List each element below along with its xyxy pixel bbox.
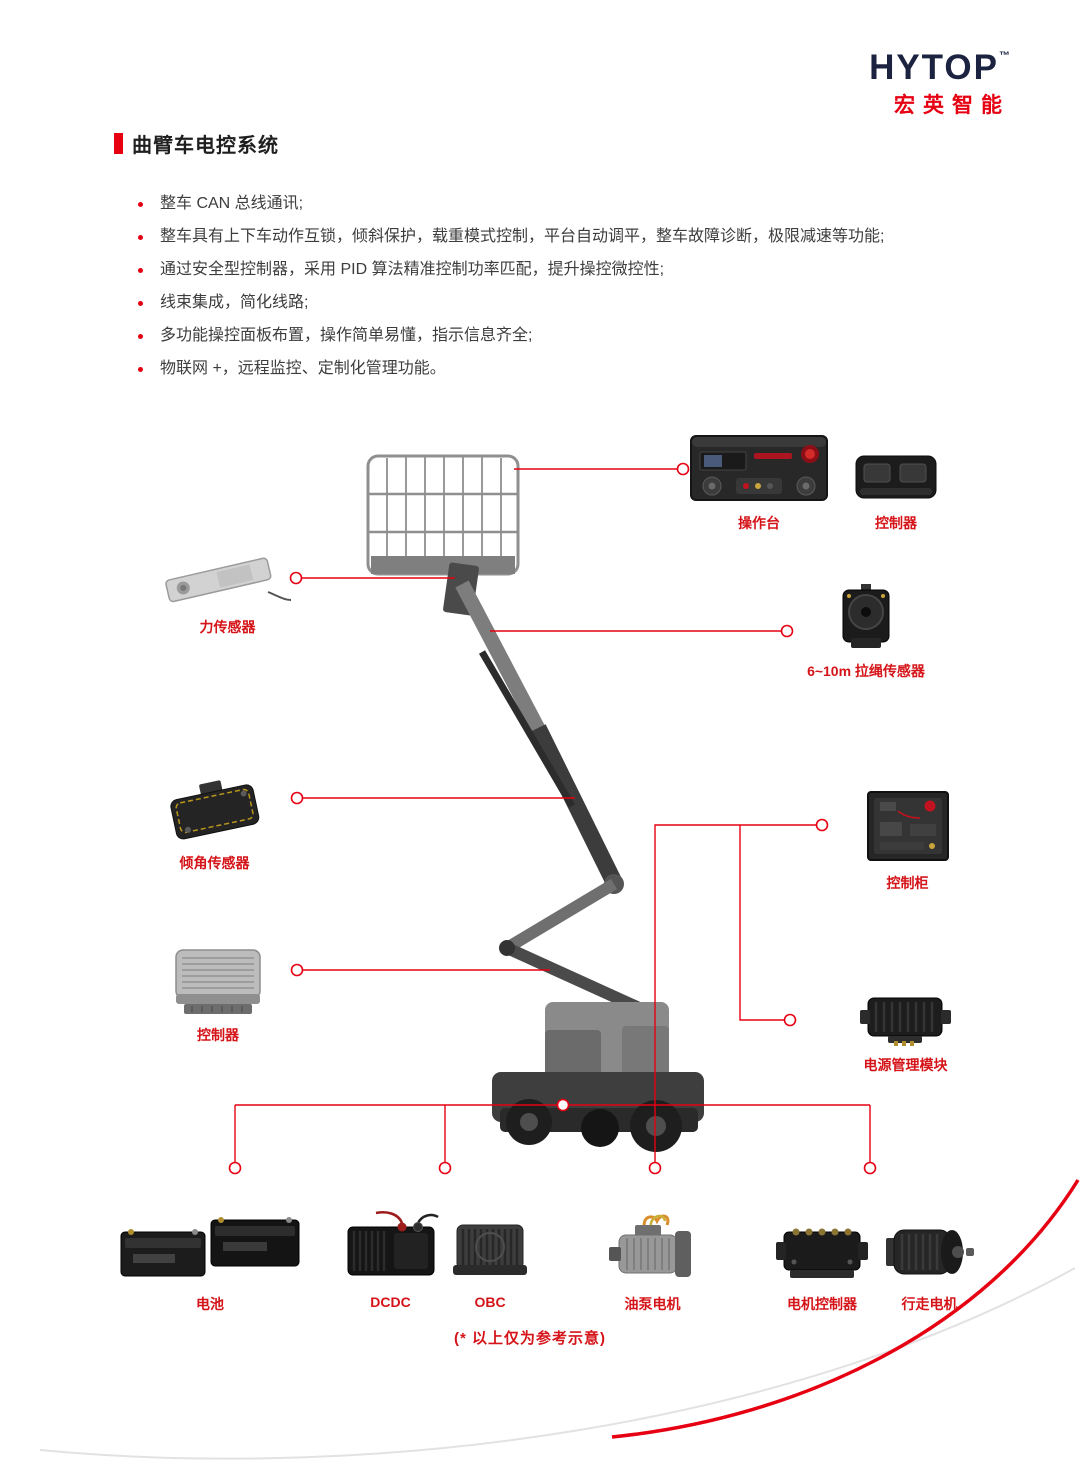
battery-image — [120, 1217, 300, 1277]
reference-footnote: (* 以上仅为参考示意) — [454, 1330, 606, 1347]
component-label: 操作台 — [738, 515, 780, 531]
component-label: 控制柜 — [886, 875, 929, 891]
tilt-sensor-image — [170, 780, 260, 840]
list-item: 整车 CAN 总线通讯; — [138, 194, 1000, 214]
feature-text: 通过安全型控制器，采用 PID 算法精准控制功率匹配，提升操控微控性; — [160, 261, 665, 278]
ecu-controller-image — [175, 949, 261, 1014]
control-cabinet-image — [867, 791, 949, 861]
component-label: 6~10m 拉绳传感器 — [807, 663, 925, 679]
feature-text: 整车 CAN 总线通讯; — [160, 195, 304, 212]
obc-image — [453, 1224, 527, 1275]
pump-motor-image — [609, 1214, 691, 1277]
console-image — [690, 435, 828, 501]
motor-controller-image — [776, 1228, 868, 1278]
section-title: 曲臂车电控系统 — [114, 129, 279, 158]
feature-text: 线束集成，简化线路; — [160, 294, 309, 311]
list-item: 整车具有上下车动作互锁，倾斜保护，载重模式控制，平台自动调平，整车故障诊断，极限… — [138, 227, 1000, 247]
bullet-icon — [138, 268, 143, 273]
list-item: 多功能操控面板布置，操作简单易懂，指示信息齐全; — [138, 326, 1000, 346]
component-obc: OBC — [445, 1205, 535, 1310]
component-label: 电池 — [196, 1296, 224, 1312]
force-sensor-image — [165, 557, 292, 603]
component-force-sensor: 力传感器 — [160, 538, 295, 637]
component-label: 控制器 — [875, 515, 917, 531]
brand-subtitle: 宏英智能 — [894, 94, 1010, 117]
component-battery: 电池 — [115, 1202, 305, 1314]
bullet-icon — [138, 235, 143, 240]
component-label: 油泵电机 — [624, 1296, 681, 1312]
component-power-module: 电源管理模块 — [858, 984, 953, 1075]
list-item: 通过安全型控制器，采用 PID 算法精准控制功率匹配，提升操控微控性; — [138, 260, 1000, 280]
component-dcdc: DCDC — [338, 1205, 443, 1310]
controller-image — [855, 455, 937, 499]
bullet-icon — [138, 202, 143, 207]
bullet-icon — [138, 367, 143, 372]
brand-logo: HYTOP™ 宏英智能 — [869, 50, 1010, 119]
power-module-image — [860, 997, 951, 1046]
travel-motor-image — [886, 1229, 974, 1275]
title-accent-bar — [114, 133, 123, 154]
boom-lift-illustration — [366, 454, 704, 1152]
component-label: DCDC — [370, 1294, 411, 1310]
list-item: 物联网 +，远程监控、定制化管理功能。 — [138, 359, 1000, 379]
component-travel-motor: 行走电机 — [882, 1208, 977, 1314]
feature-text: 整车具有上下车动作互锁，倾斜保护，载重模式控制，平台自动调平，整车故障诊断，极限… — [160, 228, 885, 245]
feature-list: 整车 CAN 总线通讯; 整车具有上下车动作互锁，倾斜保护，载重模式控制，平台自… — [138, 194, 1000, 392]
component-pump-motor: 油泵电机 — [605, 1205, 700, 1314]
dcdc-image — [347, 1211, 439, 1276]
component-label: 电源管理模块 — [863, 1057, 948, 1073]
component-label: 行走电机 — [901, 1296, 958, 1312]
brand-name: HYTOP — [869, 48, 999, 87]
bullet-icon — [138, 334, 143, 339]
component-label: 倾角传感器 — [179, 855, 250, 871]
component-label: 控制器 — [197, 1027, 239, 1043]
component-motor-controller: 电机控制器 — [772, 1208, 872, 1314]
component-label: 力传感器 — [199, 619, 256, 635]
bullet-icon — [138, 301, 143, 306]
component-controller-top: 控制器 — [850, 442, 942, 533]
component-tilt-sensor: 倾角传感器 — [162, 766, 267, 873]
component-label: 电机控制器 — [787, 1296, 857, 1312]
list-item: 线束集成，简化线路; — [138, 293, 1000, 313]
component-draw-wire-sensor: 6~10m 拉绳传感器 — [800, 584, 932, 681]
component-console: 操作台 — [688, 432, 830, 533]
feature-text: 多功能操控面板布置，操作简单易懂，指示信息齐全; — [160, 327, 533, 344]
component-control-cabinet: 控制柜 — [860, 788, 955, 893]
draw-wire-sensor-image — [842, 584, 890, 648]
trademark-symbol: ™ — [999, 50, 1010, 62]
component-label: OBC — [474, 1294, 506, 1310]
callout-lines — [234, 468, 871, 1168]
callout-nodes — [228, 462, 877, 1175]
component-controller-left: 控制器 — [168, 938, 268, 1045]
page-title: 曲臂车电控系统 — [132, 135, 279, 157]
feature-text: 物联网 +，远程监控、定制化管理功能。 — [160, 360, 446, 377]
